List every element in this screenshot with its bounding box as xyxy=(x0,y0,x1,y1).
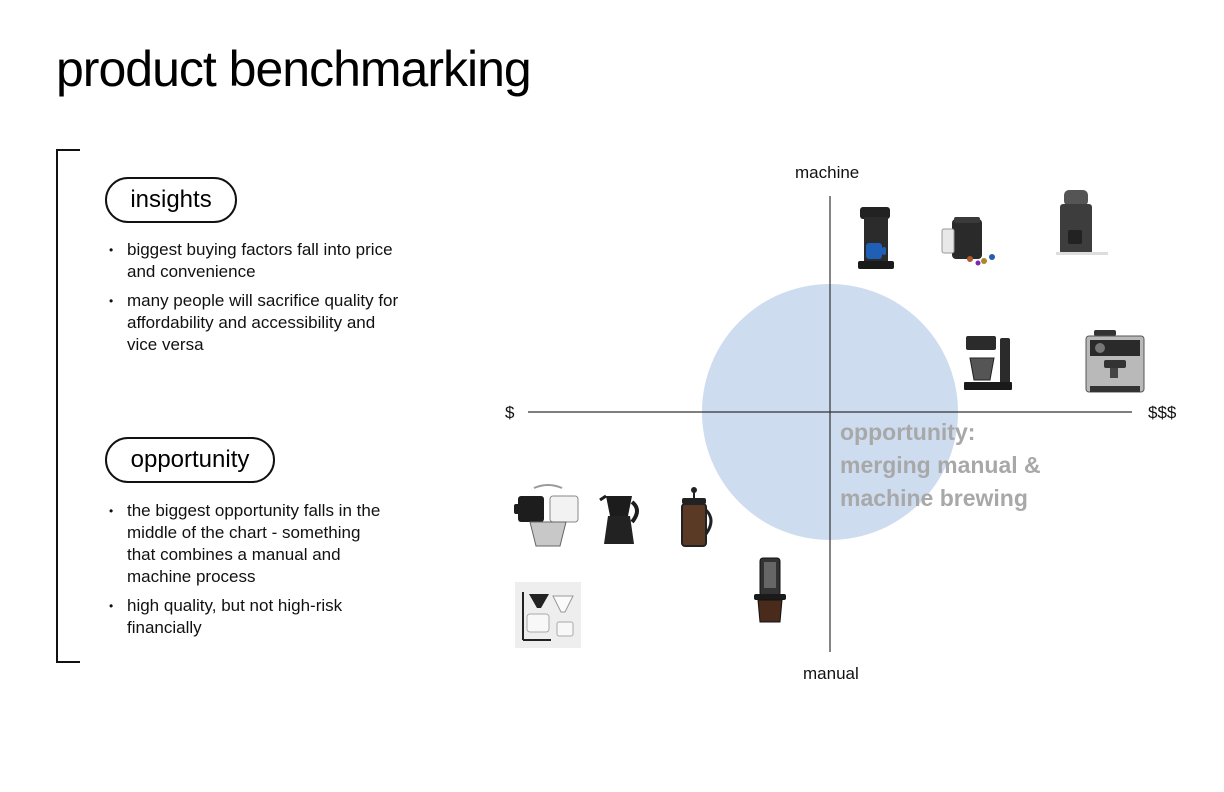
list-item: the biggest opportunity falls in the mid… xyxy=(105,500,385,588)
list-item: high quality, but not high-risk financia… xyxy=(105,595,385,639)
grind-and-brew-machine-icon xyxy=(1056,190,1108,255)
axis-label-machine: machine xyxy=(795,163,860,182)
moka-pot-with-cups-icon xyxy=(514,484,579,547)
axis-label-high-price: $$$ xyxy=(1148,403,1177,422)
axis-label-low-price: $ xyxy=(505,403,515,422)
list-item: biggest buying factors fall into price a… xyxy=(105,239,405,283)
capsule-espresso-machine-icon xyxy=(941,217,995,266)
page-title: product benchmarking xyxy=(56,41,532,97)
opportunity-list: the biggest opportunity falls in the mid… xyxy=(105,500,385,646)
drip-coffee-maker-icon xyxy=(964,336,1012,390)
pour-over-kit-icon xyxy=(515,582,581,648)
insights-list: biggest buying factors fall into price a… xyxy=(105,239,405,363)
opportunity-annotation: opportunity: merging manual & machine br… xyxy=(840,416,1100,515)
aeropress-icon xyxy=(754,557,786,623)
opportunity-line: machine brewing xyxy=(840,485,1028,511)
moka-pot-icon xyxy=(599,494,639,544)
pod-coffee-maker-icon xyxy=(858,207,894,269)
insights-pill: insights xyxy=(105,177,237,223)
opportunity-line: opportunity: xyxy=(840,419,976,445)
opportunity-line: merging manual & xyxy=(840,452,1041,478)
axis-label-manual: manual xyxy=(803,664,859,683)
french-press-icon xyxy=(681,487,713,547)
espresso-machine-icon xyxy=(1085,330,1145,393)
opportunity-pill: opportunity xyxy=(105,437,275,483)
left-bracket xyxy=(56,149,80,663)
list-item: many people will sacrifice quality for a… xyxy=(105,290,405,356)
